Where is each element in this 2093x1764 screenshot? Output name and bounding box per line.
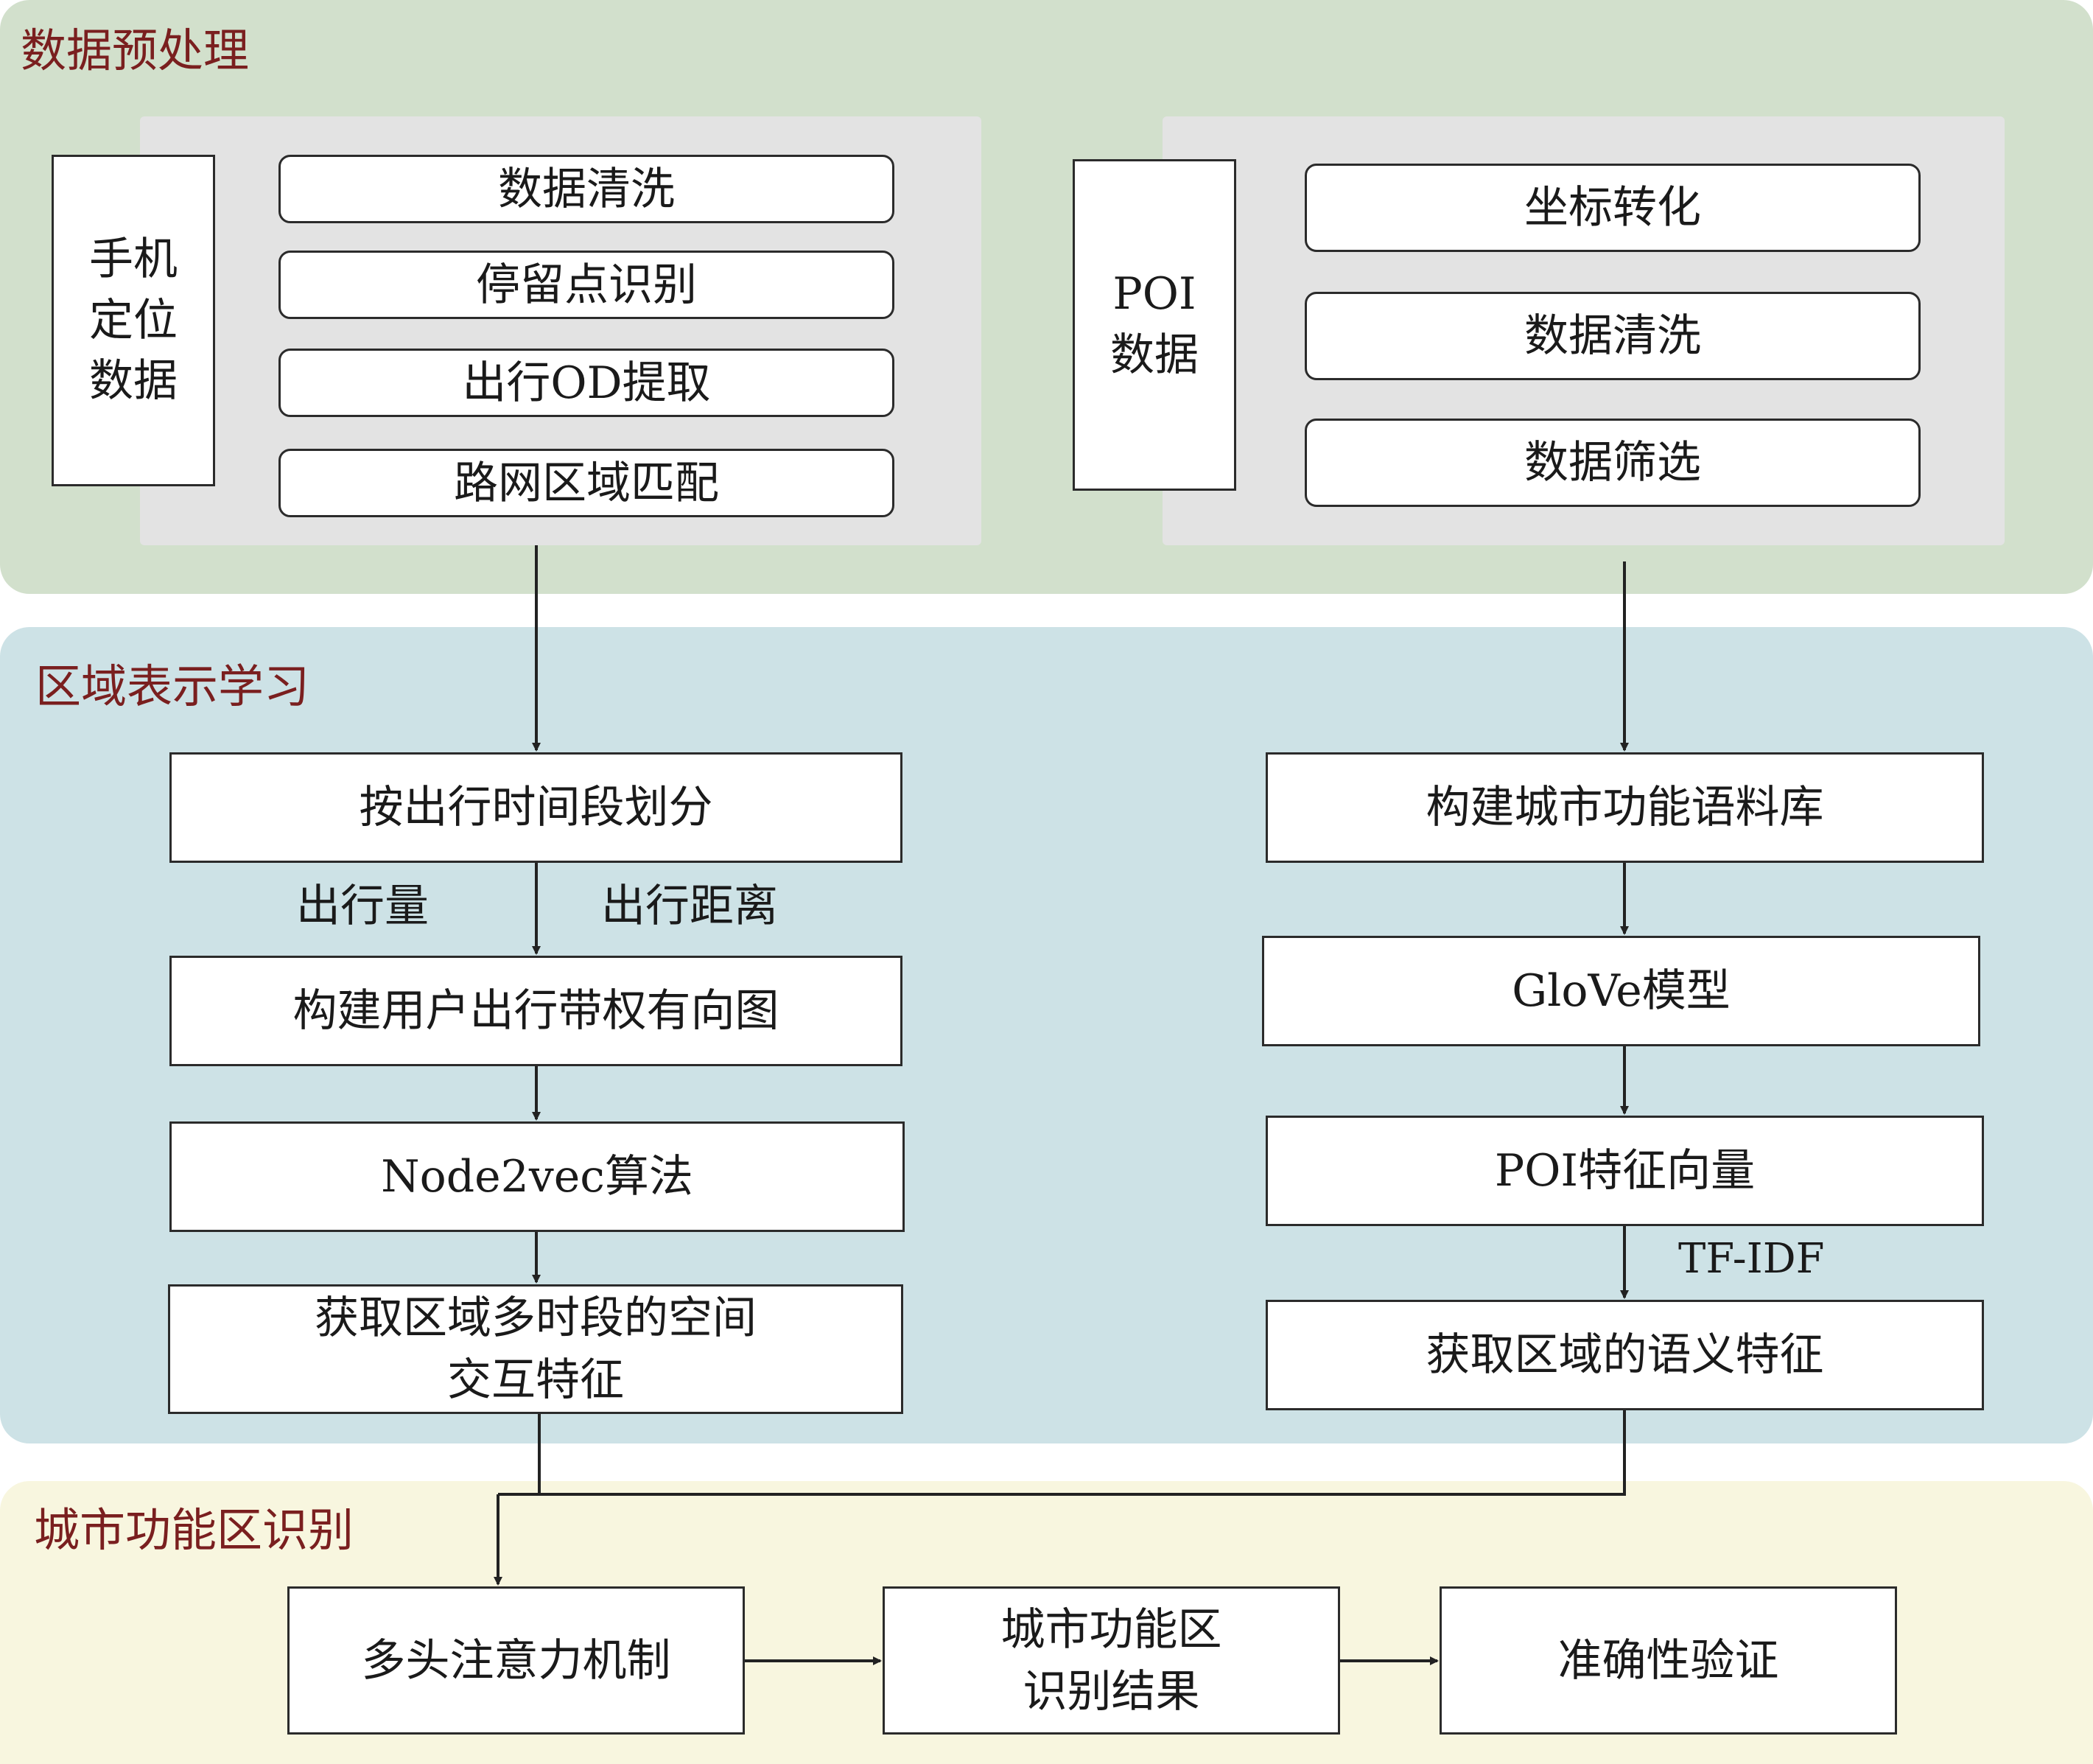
edge-label-travel-volume: 出行量 [296,881,429,932]
mobile-positioning-data-box: 手机 定位 数据 [52,155,215,486]
panel-title-region-representation: 区域表示学习 [35,659,310,713]
panel-title-function-zone-identification: 城市功能区识别 [34,1503,354,1557]
poi-feature-vector-box: POI特征向量 [1266,1116,1984,1226]
mobile-step-road-network-matching: 路网区域匹配 [278,449,894,517]
poi-step-coordinate-conversion: 坐标转化 [1305,164,1921,252]
poi-data-box: POI 数据 [1073,159,1236,491]
edge-label-tf-idf: TF-IDF [1678,1235,1825,1283]
multi-head-attention-box: 多头注意力机制 [287,1586,745,1735]
mobile-step-stay-point-detection: 停留点识别 [278,251,894,319]
mobile-step-od-extraction: 出行OD提取 [278,349,894,417]
edge-label-travel-distance: 出行距离 [601,881,778,932]
poi-step-data-filtering: 数据筛选 [1305,419,1921,507]
poi-step-data-cleaning: 数据清洗 [1305,292,1921,380]
glove-model-box: GloVe模型 [1262,936,1980,1046]
function-zone-result-box: 城市功能区 识别结果 [883,1586,1340,1735]
urban-function-corpus-box: 构建城市功能语料库 [1266,752,1984,863]
panel-title-data-preprocessing: 数据预处理 [21,24,250,77]
node2vec-algorithm-box: Node2vec算法 [169,1121,905,1232]
semantic-feature-box: 获取区域的语义特征 [1266,1300,1984,1410]
split-by-travel-period-box: 按出行时间段划分 [169,752,902,863]
accuracy-validation-box: 准确性验证 [1440,1586,1897,1735]
mobile-step-data-cleaning: 数据清洗 [278,155,894,223]
weighted-directed-graph-box: 构建用户出行带权有向图 [169,956,902,1066]
spatial-interaction-feature-box: 获取区域多时段的空间 交互特征 [168,1284,903,1414]
